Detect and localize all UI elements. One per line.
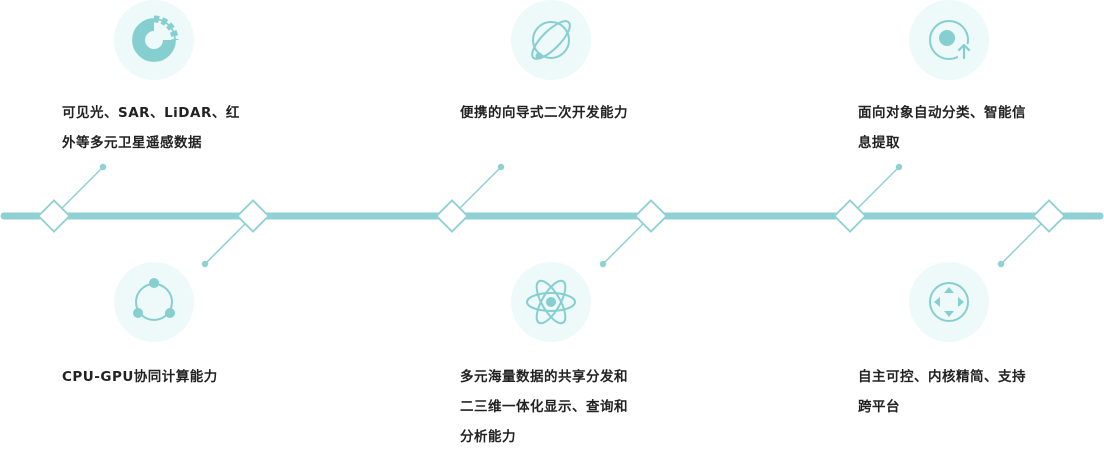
timeline-node <box>236 199 270 233</box>
feature-4-icon-badge <box>511 262 591 342</box>
feature-3-icon-badge <box>511 0 591 80</box>
orbit-icon <box>133 278 175 321</box>
feature-6-text: 自主可控、内核精简、支持 跨平台 <box>858 362 1058 422</box>
feature-5-text: 面向对象自动分类、智能信 息提取 <box>858 98 1058 158</box>
feature-1-line-2: 外等多元卫星遥感数据 <box>62 135 202 151</box>
feature-6-icon-badge <box>909 262 989 342</box>
timeline-node <box>37 199 71 233</box>
feature-5-line-1: 面向对象自动分类、智能信 <box>858 105 1026 121</box>
connector-dot <box>99 163 107 171</box>
timeline-node <box>435 199 469 233</box>
pie-chart-icon <box>132 15 179 62</box>
connector-dot <box>497 163 505 171</box>
connector-dot <box>599 260 607 268</box>
feature-2-icon-badge <box>114 262 194 342</box>
timeline-node <box>1032 199 1066 233</box>
connector-dot <box>895 163 903 171</box>
planet-icon <box>531 20 571 60</box>
connector-dot <box>997 260 1005 268</box>
feature-1-line-1: 可见光、SAR、LiDAR、红 <box>62 105 240 121</box>
feature-6-line-2: 跨平台 <box>858 399 900 415</box>
feature-1-icon-badge <box>114 0 194 80</box>
feature-1-text: 可见光、SAR、LiDAR、红 外等多元卫星遥感数据 <box>62 98 262 158</box>
feature-2-text: CPU-GPU协同计算能力 <box>62 362 262 392</box>
feature-3-line-1: 便携的向导式二次开发能力 <box>460 105 628 121</box>
feature-3-text: 便携的向导式二次开发能力 <box>460 98 660 128</box>
feature-2-line-1: CPU-GPU协同计算能力 <box>62 369 218 385</box>
target-upload-icon <box>929 20 971 60</box>
feature-4-line-3: 分析能力 <box>460 429 516 445</box>
feature-5-icon-badge <box>909 0 989 80</box>
feature-4-line-1: 多元海量数据的共享分发和 <box>460 369 628 385</box>
timeline-node <box>833 199 867 233</box>
feature-5-line-2: 息提取 <box>858 135 900 151</box>
feature-6-line-1: 自主可控、内核精简、支持 <box>858 369 1026 385</box>
atom-icon <box>526 279 576 325</box>
timeline-node <box>634 199 668 233</box>
connector-dot <box>201 260 209 268</box>
feature-4-line-2: 二三维一体化显示、查询和 <box>460 399 628 415</box>
direction-pad-icon <box>929 282 969 322</box>
feature-4-text: 多元海量数据的共享分发和 二三维一体化显示、查询和 分析能力 <box>460 362 660 452</box>
